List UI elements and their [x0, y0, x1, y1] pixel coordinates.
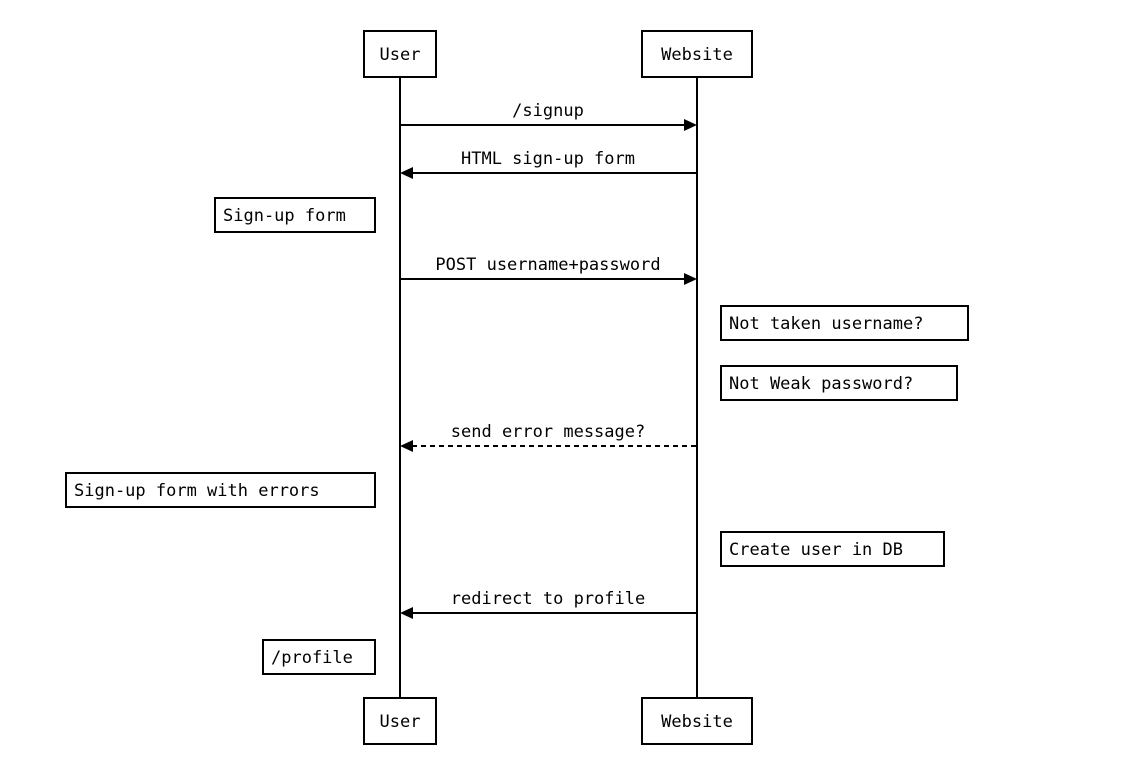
arrowhead-icon [684, 119, 697, 131]
note-text: Not Weak password? [729, 374, 913, 394]
message-signup: /signup [400, 101, 697, 131]
message-label: /signup [512, 101, 584, 121]
participant-website-top: Website [641, 30, 753, 78]
note-create-user: Create user in DB [720, 531, 945, 567]
participant-website-bottom: Website [641, 697, 753, 745]
message-label: send error message? [451, 422, 645, 442]
note-profile: /profile [262, 639, 376, 675]
participant-user-top: User [363, 30, 437, 78]
arrowhead-icon [400, 440, 413, 452]
note-text: Not taken username? [729, 314, 923, 334]
note-form-with-errors: Sign-up form with errors [65, 472, 376, 508]
arrowhead-icon [400, 607, 413, 619]
arrowhead-icon [400, 167, 413, 179]
participant-label: User [380, 712, 421, 732]
note-password-check: Not Weak password? [720, 365, 958, 401]
note-username-check: Not taken username? [720, 305, 969, 341]
participant-label: Website [661, 45, 733, 65]
participant-label: User [380, 45, 421, 65]
message-label: POST username+password [435, 255, 660, 275]
participant-label: Website [661, 712, 733, 732]
message-label: redirect to profile [451, 589, 645, 609]
note-text: Sign-up form with errors [74, 481, 320, 501]
message-redirect: redirect to profile [400, 589, 697, 619]
note-signup-form: Sign-up form [214, 197, 376, 233]
message-html-form: HTML sign-up form [400, 149, 697, 179]
message-post-credentials: POST username+password [400, 255, 697, 285]
note-text: /profile [271, 648, 353, 668]
message-label: HTML sign-up form [461, 149, 635, 169]
arrowhead-icon [684, 273, 697, 285]
note-text: Sign-up form [223, 206, 346, 226]
participant-user-bottom: User [363, 697, 437, 745]
message-error: send error message? [400, 422, 697, 452]
note-text: Create user in DB [729, 540, 903, 560]
